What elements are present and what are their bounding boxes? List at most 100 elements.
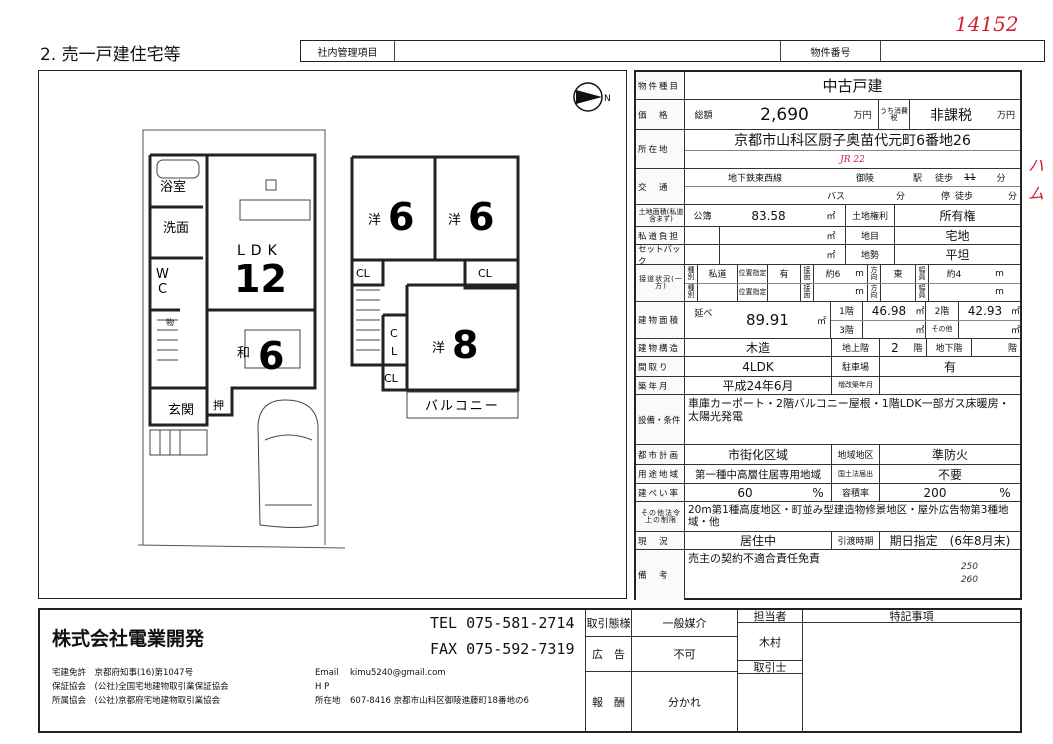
floor1-area: 46.98 (871, 303, 907, 318)
compass-icon: N (573, 82, 611, 112)
room-b: 洋 (448, 213, 461, 228)
width-unit: m (995, 268, 1004, 279)
stop-label: 停 (940, 192, 950, 202)
label-structure: 建物構造 (636, 339, 685, 356)
label-remarks: 備 考 (636, 550, 685, 600)
lot-boundary (137, 129, 346, 549)
setback-unit: ㎡ (817, 245, 846, 264)
hp-label: H P (315, 682, 330, 692)
remarks-text: 売主の契約不適合責任免責 (688, 552, 820, 565)
transport-handwritten-note: ハム (1028, 156, 1045, 203)
staff-value: 木村 (737, 623, 802, 661)
floor3-unit: ㎡ (915, 320, 926, 338)
renovation-value (880, 377, 1020, 394)
type-value: 中古戸建 (822, 77, 883, 95)
walk-minutes-corrected: 12 (968, 169, 979, 171)
address-label: 所在地 (315, 696, 341, 706)
road2-direction-label: 方向 (868, 283, 881, 301)
road2-frontage-label: 接面 (801, 283, 814, 301)
room-ldk-size: 12 (234, 257, 287, 301)
road2-width-unit: m (995, 287, 1004, 298)
room-storage: 物 (166, 317, 174, 327)
company-name: 株式会社電業開発 (52, 628, 205, 650)
layout-value: 4LDK (685, 357, 832, 376)
road-type-label: 種別 (685, 265, 698, 283)
floor-plan-area (38, 70, 627, 599)
district-label: 地域地区 (832, 445, 880, 464)
road2-frontage-unit: m (852, 283, 868, 301)
label-price: 価 格 (636, 100, 685, 129)
room-washitsu-size: 6 (258, 334, 284, 378)
label-coverage: 建ぺい率 (636, 484, 685, 501)
status-value: 居住中 (685, 532, 832, 549)
land-right-value: 所有権 (939, 209, 976, 223)
far-unit: % (999, 485, 1011, 500)
handwritten-number: 14152 (955, 12, 1019, 36)
property-table: 物件種目中古戸建 価 格 総額 2,690 万円 うち消費税 非課税 万円 所在… (634, 70, 1044, 600)
closet-3-l: L (391, 345, 398, 358)
first-floor-details (149, 159, 319, 528)
facilities-value: 車庫カーポート・2階バルコニー屋根・1階LDK一部ガス床暖房・太陽光発電 (688, 397, 1010, 423)
land-kind: 公簿 (693, 212, 712, 222)
below-ground-label: 地下階 (927, 339, 972, 356)
label-land-area: 土地面積(私道含まず) (636, 205, 685, 226)
label-layout: 間取り (636, 357, 685, 376)
floor3-label: 3階 (831, 320, 863, 338)
room-bath: 浴室 (160, 179, 186, 195)
far-value: 200 (923, 485, 947, 500)
bus-min: 分 (895, 192, 905, 202)
coverage-unit: % (805, 484, 832, 501)
label-city-plan: 都市計画 (636, 445, 685, 464)
trade-association: 所属協会 (公社)京都府宅地建物取引業協会 (52, 696, 221, 706)
designation-label: 位置指定 (738, 265, 768, 283)
room-entrance: 玄関 (168, 403, 194, 418)
remarks-handwritten-a: 250 (960, 562, 978, 572)
bus-label: バス (826, 192, 845, 202)
other-area-unit: ㎡ (1010, 325, 1020, 336)
broker-label: 取引士 (737, 661, 802, 674)
broker-value (737, 674, 802, 731)
room-washitsu: 和 (237, 346, 250, 361)
land-area-unit: ㎡ (817, 205, 846, 226)
land-area-value: 83.58 (751, 208, 786, 223)
frontage-value: 約6 (825, 270, 841, 281)
address-handwritten-note: JR 22 (840, 154, 865, 165)
floor2-unit: ㎡ (1010, 307, 1020, 318)
parking-value: 有 (943, 360, 956, 374)
label-built: 築年月 (636, 377, 685, 394)
label-road: 接道状況(一方) (636, 265, 685, 301)
room-wc-w: W (156, 267, 169, 282)
walk2-unit: 分 (1007, 192, 1017, 202)
license-block: 宅建免許 京都府知事(16)第1047号 保証協会 (公社)全国宅地建物取引業保… (52, 666, 229, 708)
total-area-unit: ㎡ (813, 302, 831, 338)
room-ldk: LDK (237, 243, 283, 259)
second-floor-walls (350, 155, 520, 392)
road2-designation-label: 位置指定 (738, 283, 768, 301)
walk-minutes-original: 11 (964, 172, 976, 183)
terrain-label: 地勢 (846, 245, 895, 264)
category-value: 宅地 (945, 229, 970, 243)
second-floor-details (356, 289, 519, 419)
email[interactable]: kimu5240@gmail.com (350, 668, 446, 678)
walk-minutes: 1112 (958, 169, 982, 186)
closet-2: CL (478, 267, 493, 280)
fee-label: 報 酬 (585, 672, 631, 731)
label-transport: 交 通 (636, 169, 685, 204)
zoning-value: 第一種中高層住居専用地域 (685, 465, 832, 483)
deal-type-value: 一般媒介 (631, 610, 737, 637)
station: 御陵 (855, 174, 874, 184)
closet-1: CL (356, 267, 371, 280)
width-value: 約4 (946, 270, 962, 281)
width-label: 幅員 (916, 265, 929, 283)
walk2-label: 徒歩 (954, 192, 973, 202)
road2-width-label: 幅員 (916, 283, 929, 301)
road-type-value: 私道 (698, 265, 738, 283)
private-road-unit: ㎡ (817, 227, 846, 244)
tax-unit: 万円 (996, 111, 1015, 121)
guarantee-association: 保証協会 (公社)全国宅地建物取引業保証協会 (52, 682, 229, 692)
balcony: バルコニー (425, 399, 500, 414)
minute-unit: 分 (996, 174, 1006, 184)
ad-value: 不可 (631, 637, 737, 672)
room-closet: 押 (213, 398, 224, 412)
